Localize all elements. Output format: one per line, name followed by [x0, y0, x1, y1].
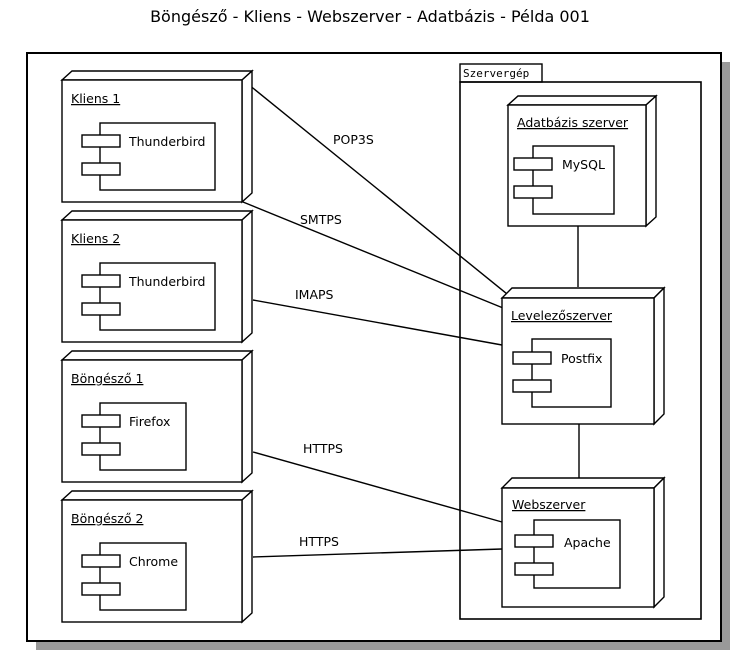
component-levelezo-label: Postfix: [561, 351, 602, 366]
component-port-icon: [514, 534, 554, 548]
node-adatbazis-szerver: Adatbázis szerver MySQL: [506, 94, 658, 228]
node-bongeszo-2-label: Böngésző 2: [71, 511, 143, 526]
component-bongeszo-1-label: Firefox: [129, 414, 170, 429]
component-kliens-2: Thunderbird: [81, 262, 216, 331]
node-bongeszo-2: Böngésző 2 Chrome: [60, 489, 254, 624]
component-adatbazis: MySQL: [513, 145, 615, 215]
component-bongeszo-2-label: Chrome: [129, 554, 178, 569]
node-webszerver: Webszerver Apache: [500, 476, 666, 609]
component-bongeszo-1: Firefox: [81, 402, 187, 471]
component-port-icon: [81, 134, 121, 148]
component-port-icon: [81, 582, 121, 596]
component-kliens-2-label: Thunderbird: [128, 274, 205, 289]
edge-pop3s-line: [242, 79, 513, 299]
component-kliens-1: Thunderbird: [81, 122, 216, 191]
component-port-icon: [81, 302, 121, 316]
component-port-icon: [81, 414, 121, 428]
node-kliens-2-label: Kliens 2: [71, 231, 120, 246]
node-levelezoszerver-label: Levelezőszerver: [511, 308, 613, 323]
node-webszerver-label: Webszerver: [512, 497, 586, 512]
edge-smtps-label: SMTPS: [300, 212, 342, 227]
component-port-icon: [513, 185, 553, 199]
component-levelezo: Postfix: [512, 338, 612, 408]
component-port-icon: [513, 157, 553, 171]
edge-pop3s-label: POP3S: [333, 132, 374, 147]
edge-https1-label: HTTPS: [303, 441, 343, 456]
edge-smtps-line: [242, 201, 509, 311]
component-port-icon: [514, 562, 554, 576]
node-kliens-1: Kliens 1 Thunderbird: [60, 69, 254, 204]
component-port-icon: [81, 162, 121, 176]
component-bongeszo-2: Chrome: [81, 542, 187, 611]
diagram-title: Böngésző - Kliens - Webszerver - Adatbáz…: [150, 7, 590, 26]
node-levelezoszerver: Levelezőszerver Postfix: [500, 286, 666, 426]
node-bongeszo-1-label: Böngésző 1: [71, 371, 143, 386]
server-container-label: Szervergép: [463, 67, 529, 80]
edge-https2-label: HTTPS: [299, 534, 339, 549]
component-web: Apache: [514, 519, 621, 589]
edge-imaps-label: IMAPS: [295, 287, 334, 302]
component-port-icon: [512, 379, 552, 393]
component-kliens-1-label: Thunderbird: [128, 134, 205, 149]
node-kliens-2: Kliens 2 Thunderbird: [60, 209, 254, 344]
component-web-label: Apache: [564, 535, 611, 550]
component-port-icon: [512, 351, 552, 365]
server-container-body: [459, 81, 702, 620]
node-bongeszo-1: Böngésző 1 Firefox: [60, 349, 254, 484]
node-adatbazis-szerver-label: Adatbázis szerver: [517, 115, 629, 130]
component-port-icon: [81, 442, 121, 456]
component-port-icon: [81, 274, 121, 288]
node-kliens-1-label: Kliens 1: [71, 91, 120, 106]
server-container: Szervergép: [459, 63, 702, 620]
component-port-icon: [81, 554, 121, 568]
component-adatbazis-label: MySQL: [562, 157, 605, 172]
